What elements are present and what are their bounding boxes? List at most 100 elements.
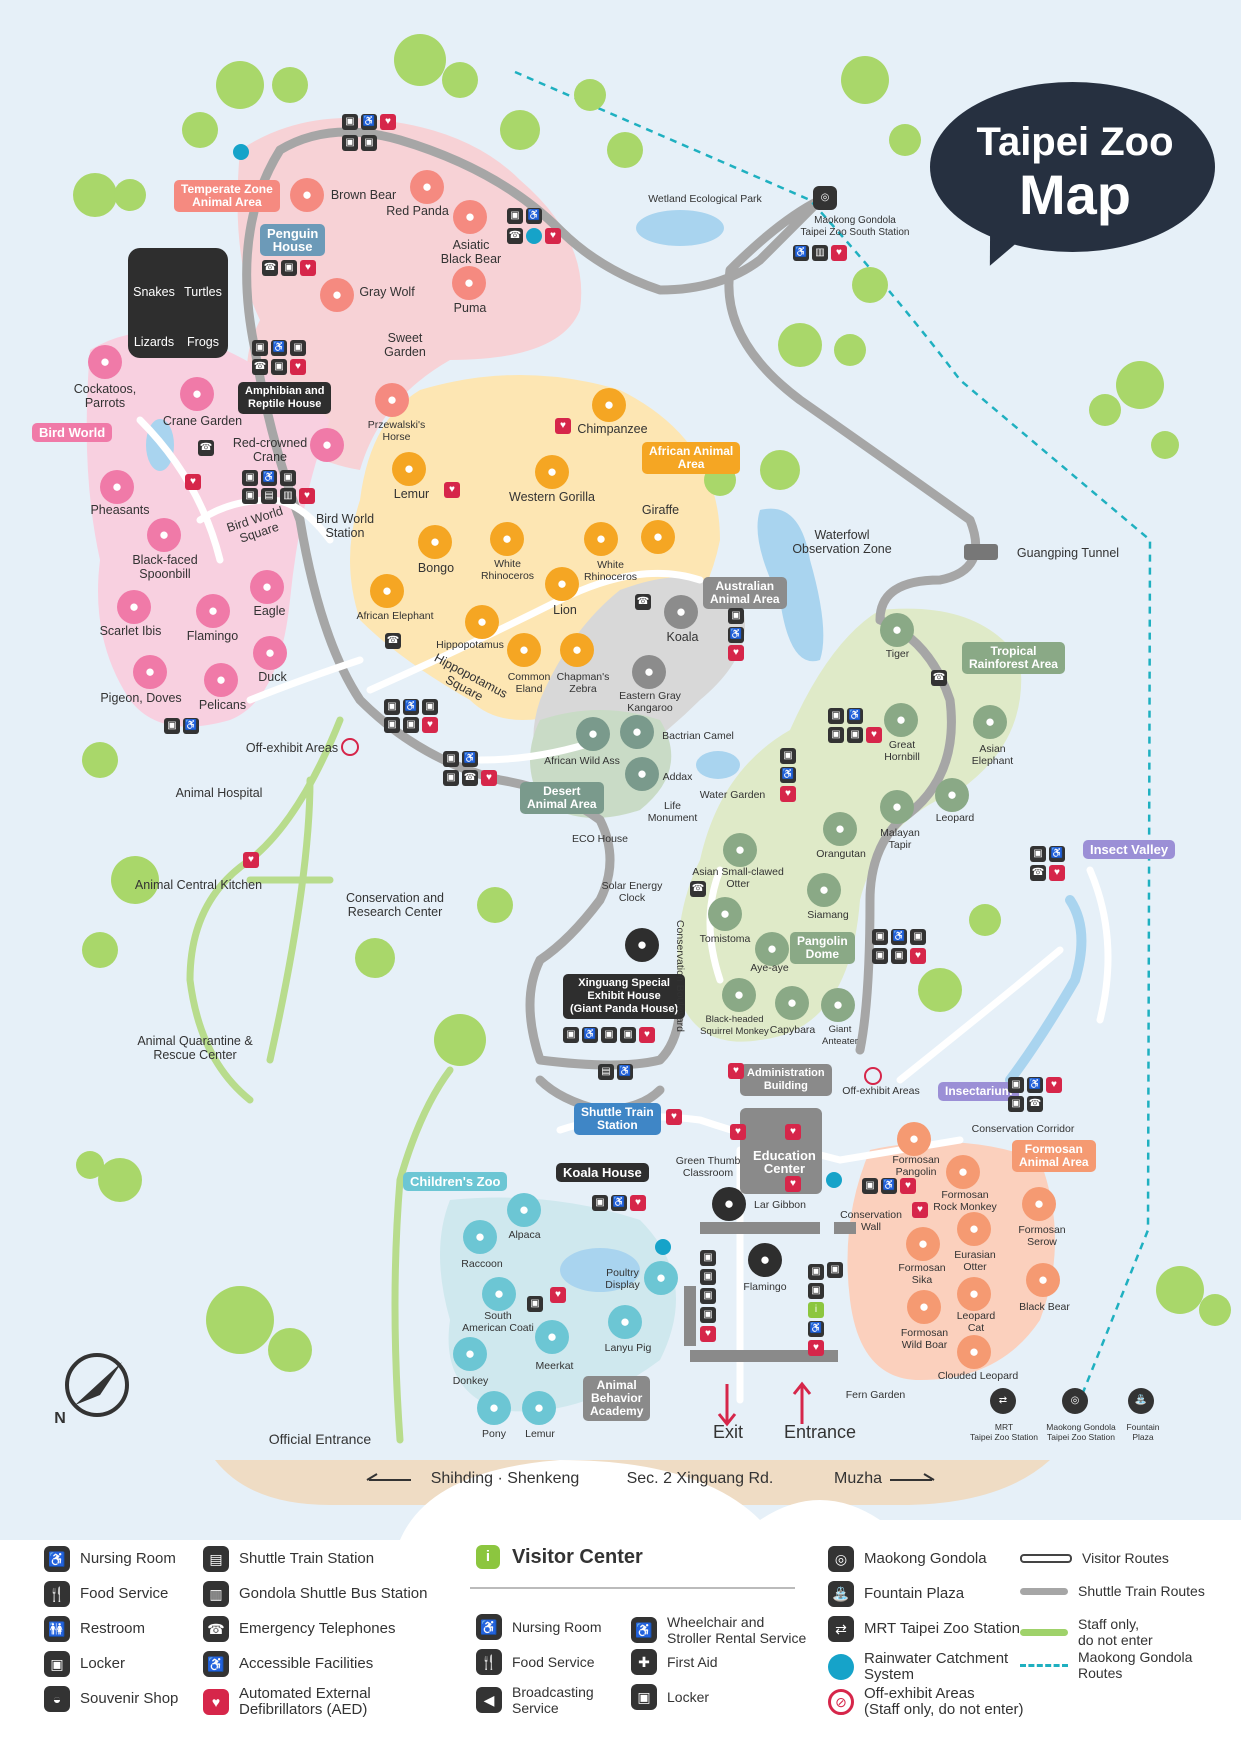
area-african[interactable]: African Animal Area [642, 442, 741, 474]
restroom-icon[interactable]: ▣ [700, 1269, 716, 1285]
accessible-icon[interactable]: ♿ [728, 627, 744, 643]
facility-cluster[interactable]: ☎ [198, 440, 214, 456]
locker-icon[interactable]: ▣ [700, 1288, 716, 1304]
accessible-icon[interactable]: ♿ [261, 470, 277, 486]
facility-cluster[interactable]: ☎ [690, 881, 706, 897]
accessible-icon[interactable]: ♿ [582, 1027, 598, 1043]
restroom-icon[interactable]: ▣ [507, 208, 523, 224]
fountain-icon[interactable]: ⛲ [1128, 1388, 1154, 1414]
area-insectarium[interactable]: Insectarium [938, 1082, 1020, 1101]
facility-cluster[interactable]: ▣▣ [342, 135, 377, 151]
accessible-icon[interactable]: ♿ [1027, 1077, 1043, 1093]
aed-icon[interactable]: ♥ [785, 1124, 801, 1140]
no-entry-icon[interactable] [341, 738, 359, 756]
area-tropical[interactable]: Tropical Rainforest Area [962, 642, 1065, 674]
gondola-bus-icon[interactable]: ▥ [280, 488, 296, 504]
building-pangolin-dome[interactable]: Pangolin Dome [790, 932, 855, 964]
nursing-room-icon[interactable]: ▣ [847, 727, 863, 743]
area-desert[interactable]: Desert Animal Area [520, 782, 604, 814]
restroom-icon[interactable]: ▣ [164, 718, 180, 734]
building-education-center[interactable]: Education Center [753, 1148, 816, 1176]
emergency-telephone-icon[interactable]: ☎ [507, 228, 523, 244]
facility-cluster[interactable] [826, 1172, 842, 1188]
facility-cluster[interactable] [655, 1239, 671, 1255]
aed-icon[interactable]: ♥ [422, 717, 438, 733]
facility-cluster[interactable]: ☎ [385, 633, 401, 649]
aed-icon[interactable]: ♥ [380, 114, 396, 130]
aed-icon[interactable]: ♥ [290, 359, 306, 375]
aed-icon[interactable]: ♥ [481, 770, 497, 786]
aed-icon[interactable]: ♥ [299, 488, 315, 504]
accessible-icon[interactable]: ♿ [183, 718, 199, 734]
souvenir-shop-icon[interactable]: ▣ [281, 260, 297, 276]
facility-cluster[interactable]: ▣♿▣ [252, 340, 306, 356]
restroom-icon[interactable]: ▣ [780, 748, 796, 764]
accessible-icon[interactable]: ♿ [891, 929, 907, 945]
aed-icon[interactable]: ♥ [831, 245, 847, 261]
area-australian[interactable]: Australian Animal Area [703, 577, 787, 609]
aed-icon[interactable]: ♥ [243, 852, 259, 868]
restroom-icon[interactable]: ▣ [700, 1250, 716, 1266]
building-animal-behavior-academy[interactable]: Animal Behavior Academy [583, 1376, 651, 1421]
nursing-room-icon[interactable]: ▣ [422, 699, 438, 715]
facility-cluster[interactable]: ♥ [728, 1063, 744, 1079]
building-koala-house[interactable]: Koala House [556, 1163, 649, 1182]
accessible-icon[interactable]: ♿ [1049, 846, 1065, 862]
nursing-room-icon[interactable]: ▣ [891, 948, 907, 964]
emergency-telephone-icon[interactable]: ☎ [931, 670, 947, 686]
accessible-icon[interactable]: ♿ [462, 751, 478, 767]
facility-cluster[interactable]: ▤♿ [598, 1064, 633, 1080]
facility-cluster[interactable]: ▣♿ [828, 708, 863, 724]
gondola-icon[interactable]: ◎ [813, 186, 837, 210]
aed-icon[interactable]: ♥ [1046, 1077, 1062, 1093]
souvenir-shop-icon[interactable]: ▣ [872, 948, 888, 964]
food-service-icon[interactable]: ▣ [601, 1027, 617, 1043]
accessible-icon[interactable]: ♿ [526, 208, 542, 224]
nursing-room-icon[interactable]: ▣ [290, 340, 306, 356]
area-temperate-zone[interactable]: Temperate Zone Animal Area [174, 180, 280, 212]
shuttle-train-station-icon[interactable]: ▤ [598, 1064, 614, 1080]
accessible-icon[interactable]: ♿ [611, 1195, 627, 1211]
rainwater-icon[interactable] [526, 228, 542, 244]
facility-cluster[interactable]: ▣♿ [1030, 846, 1065, 862]
aed-icon[interactable]: ♥ [780, 786, 796, 802]
facility-cluster[interactable]: ▣♿♥ [862, 1178, 916, 1194]
restroom-icon[interactable]: ▣ [827, 1262, 843, 1278]
area-formosan[interactable]: Formosan Animal Area [1012, 1140, 1096, 1172]
visitor-center-icon[interactable]: i [808, 1302, 824, 1318]
emergency-telephone-icon[interactable]: ☎ [1027, 1096, 1043, 1112]
building-penguin-house[interactable]: Penguin House [260, 224, 326, 256]
emergency-telephone-icon[interactable]: ☎ [462, 770, 478, 786]
restroom-icon[interactable]: ▣ [728, 608, 744, 624]
souvenir-shop-icon[interactable]: ▣ [1008, 1096, 1024, 1112]
facility-cluster[interactable]: ☎♥ [507, 228, 561, 244]
facility-column[interactable]: ▣ ▣ ▣ ▣ ♥ [700, 1250, 716, 1342]
facility-cluster[interactable]: ▣♿♥ [1008, 1077, 1062, 1093]
accessible-icon[interactable]: ♿ [881, 1178, 897, 1194]
facility-cluster[interactable]: ☎ [931, 670, 947, 686]
gondola-icon[interactable]: ◎ [1062, 1388, 1088, 1414]
facility-cluster[interactable]: ▣☎ [1008, 1096, 1043, 1112]
building-xinguang-panda[interactable]: Xinguang Special Exhibit House (Giant Pa… [563, 974, 686, 1019]
restroom-icon[interactable]: ▣ [384, 699, 400, 715]
accessible-icon[interactable]: ♿ [847, 708, 863, 724]
restroom-icon[interactable]: ▣ [828, 708, 844, 724]
food-service-icon[interactable]: ▣ [384, 717, 400, 733]
facility-cluster[interactable]: ▣▣♥ [384, 717, 438, 733]
aed-icon[interactable]: ♥ [444, 482, 460, 498]
building-shuttle-train-station[interactable]: Shuttle Train Station [574, 1103, 661, 1135]
rainwater-icon[interactable] [233, 144, 249, 160]
aed-icon[interactable]: ♥ [666, 1109, 682, 1125]
food-service-icon[interactable]: ▣ [271, 359, 287, 375]
facility-cluster[interactable]: ▣♿ [443, 751, 478, 767]
aed-icon[interactable]: ♥ [1049, 865, 1065, 881]
facility-cluster[interactable]: ▣♿▣▣♥ [563, 1027, 655, 1043]
restroom-icon[interactable]: ▣ [527, 1296, 543, 1312]
facility-cluster[interactable]: ▣ [728, 608, 744, 624]
accessible-icon[interactable]: ♿ [361, 114, 377, 130]
restroom-icon[interactable]: ▣ [808, 1264, 824, 1280]
aed-icon[interactable]: ♥ [866, 727, 882, 743]
accessible-icon[interactable]: ♿ [271, 340, 287, 356]
souvenir-shop-icon[interactable]: ▣ [403, 717, 419, 733]
restroom-icon[interactable]: ▣ [563, 1027, 579, 1043]
